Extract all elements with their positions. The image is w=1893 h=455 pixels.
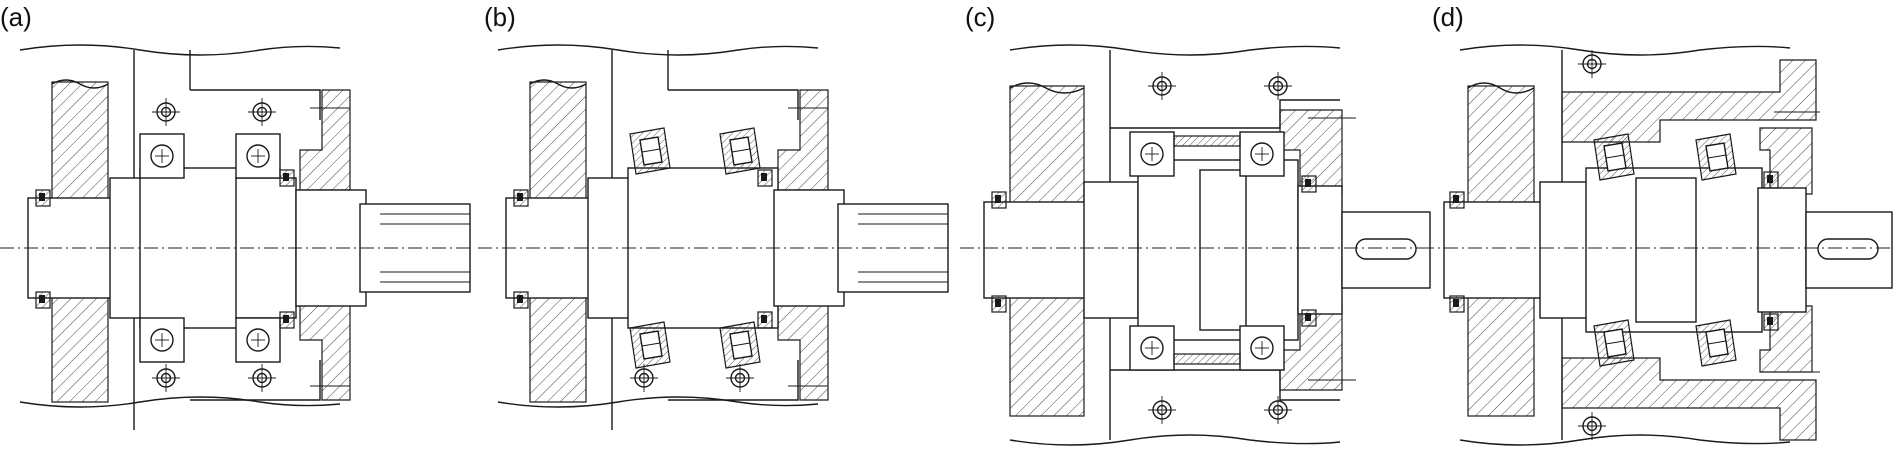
end-cap-bottom-a	[299, 299, 351, 401]
end-cap-top-a	[299, 89, 351, 191]
panel-label-c: (c)	[965, 2, 995, 32]
key-slot-c	[1355, 238, 1417, 260]
panel-label-a: (a)	[0, 2, 32, 32]
panel-label-b: (b)	[484, 2, 516, 32]
panel-label-d: (d)	[1432, 2, 1464, 32]
panel-c-drawing	[960, 44, 1431, 446]
shaft-c	[983, 201, 1095, 299]
housing-bottom-d	[1561, 357, 1817, 441]
shaft-d	[1443, 201, 1553, 299]
panel-b-drawing	[478, 44, 949, 430]
key-slot-d	[1817, 238, 1879, 260]
panel-d-drawing	[1420, 44, 1893, 446]
panel-a-drawing	[0, 44, 471, 430]
